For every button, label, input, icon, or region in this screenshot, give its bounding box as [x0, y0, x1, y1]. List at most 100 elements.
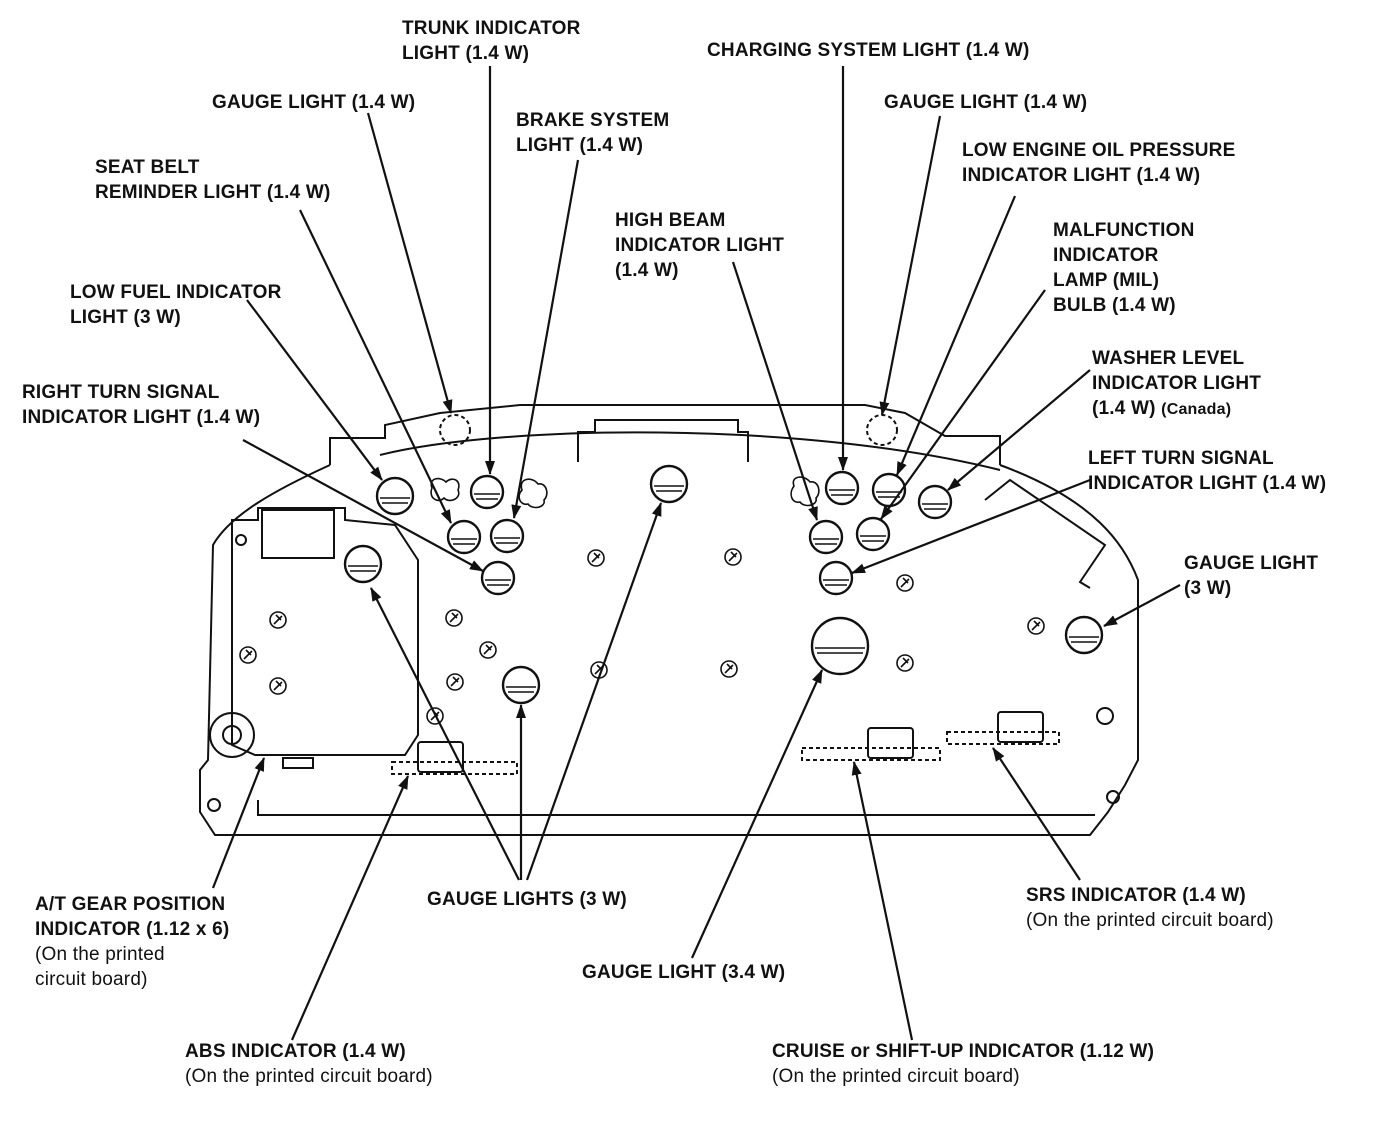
bulb-socket: [469, 474, 505, 510]
label-right-turn-signal: RIGHT TURN SIGNAL INDICATOR LIGHT (1.4 W…: [22, 380, 260, 430]
leader-arrow: [290, 775, 410, 1041]
bulb-socket: [649, 464, 689, 504]
leader-arrow: [690, 669, 824, 959]
leader-arrow: [246, 299, 383, 481]
bulb-socket: [489, 518, 525, 554]
label-line: GAUGE LIGHT (3.4 W): [582, 962, 786, 983]
cluster-housing: [199, 404, 1139, 836]
label-line: (3 W): [1184, 578, 1232, 599]
leader-arrow: [731, 261, 819, 521]
leader-arrow: [525, 502, 663, 881]
label-line: GAUGE LIGHT (1.4 W): [212, 92, 416, 113]
label-gauge-lights-3w: GAUGE LIGHTS (3 W): [427, 887, 627, 912]
leader-arrow: [1103, 584, 1181, 627]
label-line: GAUGE LIGHTS (3 W): [427, 889, 627, 910]
bulb-socket: [343, 544, 383, 584]
screw-icon: [720, 660, 738, 678]
label-line: (On the printed: [35, 944, 165, 965]
label-trunk-indicator: TRUNK INDICATOR LIGHT (1.4 W): [402, 16, 581, 66]
label-line: LIGHT (3 W): [70, 307, 181, 328]
leader-arrow: [992, 747, 1081, 881]
label-line: INDICATOR LIGHT (1.4 W): [962, 165, 1201, 186]
label-line: BULB (1.4 W): [1053, 295, 1176, 316]
screw-icon: [896, 574, 914, 592]
screw-icon: [896, 654, 914, 672]
label-line: INDICATOR LIGHT (1.4 W): [1088, 473, 1327, 494]
label-line: (On the printed circuit board): [772, 1066, 1020, 1087]
label-line: WASHER LEVEL: [1092, 348, 1245, 369]
label-high-beam: HIGH BEAM INDICATOR LIGHT (1.4 W): [615, 208, 784, 283]
leader-arrow: [211, 757, 266, 889]
bulb-socket: [808, 519, 844, 555]
screw-icon: [239, 646, 257, 664]
bulb-socket: [824, 470, 860, 506]
leader-arrow: [366, 112, 453, 414]
label-line: INDICATOR LIGHT: [615, 235, 785, 256]
bulb-socket: [818, 560, 854, 596]
label-line: INDICATOR LIGHT (1.4 W): [22, 407, 261, 428]
label-line: ABS INDICATOR (1.4 W): [185, 1041, 406, 1062]
bulb-socket: [1064, 615, 1104, 655]
bulb-socket: [446, 519, 482, 555]
label-gauge-light-34w: GAUGE LIGHT (3.4 W): [582, 960, 785, 985]
label-gauge-light-top-left: GAUGE LIGHT (1.4 W): [212, 90, 415, 115]
label-gauge-light-right: GAUGE LIGHT (3 W): [1184, 551, 1318, 601]
label-line: GAUGE LIGHT: [1184, 553, 1319, 574]
label-line: INDICATOR: [1053, 245, 1159, 266]
label-mil: MALFUNCTION INDICATOR LAMP (MIL) BULB (1…: [1053, 218, 1195, 318]
label-line: GAUGE LIGHT (1.4 W): [884, 92, 1088, 113]
bulb-socket: [917, 484, 953, 520]
label-at-gear-position: A/T GEAR POSITION INDICATOR (1.12 x 6) (…: [35, 892, 229, 992]
bulb-socket: [501, 665, 541, 705]
label-line: circuit board): [35, 969, 148, 990]
bulb-socket: [375, 476, 415, 516]
bulb-socket: [810, 616, 870, 676]
label-line: (On the printed circuit board): [185, 1066, 433, 1087]
label-line: SEAT BELT: [95, 157, 200, 178]
label-line: CRUISE or SHIFT-UP INDICATOR (1.12 W): [772, 1041, 1155, 1062]
label-line: LAMP (MIL): [1053, 270, 1160, 291]
label-line: (1.4 W) (Canada): [1092, 396, 1261, 422]
label-line: MALFUNCTION: [1053, 220, 1195, 241]
label-line: SRS INDICATOR (1.4 W): [1026, 885, 1246, 906]
label-seat-belt: SEAT BELT REMINDER LIGHT (1.4 W): [95, 155, 331, 205]
label-oil-pressure: LOW ENGINE OIL PRESSURE INDICATOR LIGHT …: [962, 138, 1235, 188]
label-line: LIGHT (1.4 W): [516, 135, 644, 156]
label-left-turn-signal: LEFT TURN SIGNAL INDICATOR LIGHT (1.4 W): [1088, 446, 1326, 496]
label-line: (On the printed circuit board): [1026, 910, 1274, 931]
bulb-socket: [871, 472, 907, 508]
label-gauge-light-top-right: GAUGE LIGHT (1.4 W): [884, 90, 1087, 115]
leader-arrow: [880, 289, 1046, 520]
label-line: RIGHT TURN SIGNAL: [22, 382, 220, 403]
label-line: LOW FUEL INDICATOR: [70, 282, 282, 303]
screw-icon: [587, 549, 605, 567]
label-brake-system: BRAKE SYSTEM LIGHT (1.4 W): [516, 108, 669, 158]
label-low-fuel: LOW FUEL INDICATOR LIGHT (3 W): [70, 280, 282, 330]
label-line: LOW ENGINE OIL PRESSURE: [962, 140, 1236, 161]
label-cruise-shift-up: CRUISE or SHIFT-UP INDICATOR (1.12 W) (O…: [772, 1039, 1154, 1089]
label-text: (Canada): [1161, 401, 1232, 418]
label-line: REMINDER LIGHT (1.4 W): [95, 182, 331, 203]
leader-arrow: [242, 439, 484, 572]
leader-arrow: [370, 587, 520, 881]
leader-arrow: [895, 195, 1017, 476]
label-srs-indicator: SRS INDICATOR (1.4 W) (On the printed ci…: [1026, 883, 1274, 933]
screw-icon: [269, 611, 287, 629]
leader-arrow: [879, 115, 942, 416]
label-line: LEFT TURN SIGNAL: [1088, 448, 1274, 469]
label-line: INDICATOR (1.12 x 6): [35, 919, 230, 940]
bulb-socket: [855, 516, 891, 552]
leader-arrow: [947, 369, 1091, 491]
leader-arrow: [299, 209, 452, 524]
label-line: LIGHT (1.4 W): [402, 43, 530, 64]
screw-icon: [479, 641, 497, 659]
label-line: TRUNK INDICATOR: [402, 18, 581, 39]
label-line: (1.4 W): [615, 260, 679, 281]
label-washer-level: WASHER LEVEL INDICATOR LIGHT (1.4 W) (Ca…: [1092, 346, 1261, 422]
screw-icon: [1027, 617, 1045, 635]
label-line: BRAKE SYSTEM: [516, 110, 670, 131]
screw-icon: [445, 609, 463, 627]
label-line: A/T GEAR POSITION: [35, 894, 226, 915]
leader-arrow: [511, 159, 580, 519]
